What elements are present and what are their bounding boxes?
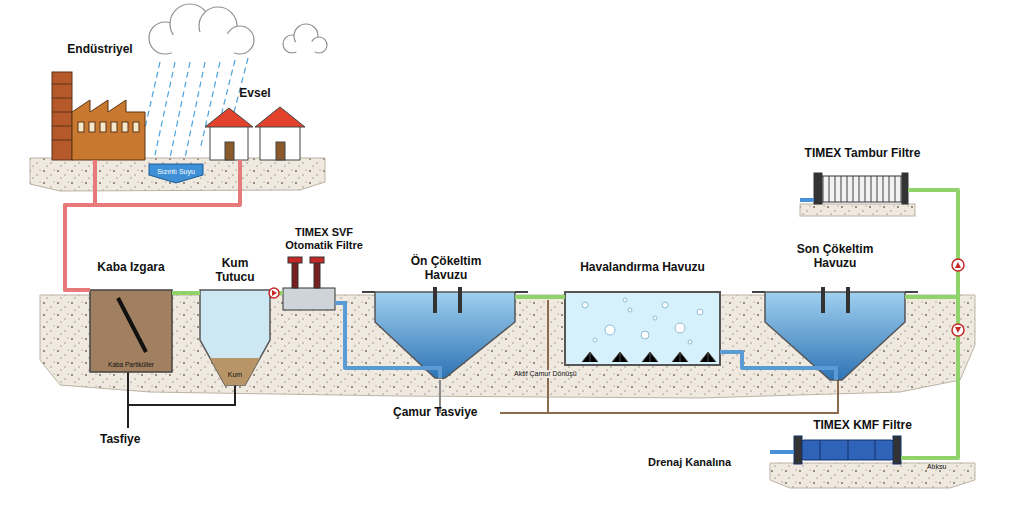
node-note: Kaba Partiküller [90,361,172,369]
factory-building [52,72,145,160]
pipe-connector [910,297,958,458]
pipe-connector [176,291,200,295]
air-diffuser [582,352,716,362]
aeration-tank [565,292,720,365]
pipe-connector [65,160,95,290]
tank-rim [752,291,918,293]
ground [30,158,325,191]
node-title: Ön Çökeltim Havuzu [397,254,495,283]
settling-tank [375,292,515,378]
kmf-filter: TIMEX KMF Filtre [800,418,925,468]
outlet-label: Drenaj Kanalına [648,456,731,469]
node-title: TIMEX Tambur Filtre [795,146,930,160]
secondary-clarifier: Son Çökeltim Havuzu [760,240,910,380]
flow-label: Çamur Tasviye [393,405,478,419]
node-title: TIMEX SVF Otomatik Filtre [278,226,370,252]
pipe-connector [910,190,958,297]
node-title: TIMEX KMF Filtre [800,418,925,432]
node-title: Kaba Izgara [86,260,176,274]
leachate-shape: Sızıntı Suyu [148,163,204,184]
pump-symbol [269,259,964,336]
baffle [458,287,462,313]
pipe-connector [520,295,560,299]
flow-label: Atıksu [927,463,946,471]
screen-tank [90,290,172,372]
flow-label: Aktif Çamur Dönüşü [512,370,579,378]
node-title: Kum Tutucu [208,256,262,285]
grit-chamber: Kum TutucuKum [200,252,270,387]
kmf-filter [794,436,901,464]
ground [770,463,975,488]
baffle [846,287,850,313]
pipe-stub [86,190,930,458]
waste-line [128,372,235,428]
grit-sand [210,358,260,385]
houses: Evsel [205,82,305,160]
factory: Endüstriyel [45,40,155,160]
ground [800,204,915,216]
house [205,107,305,160]
outlet-pipe [800,198,814,202]
drum-filter: TIMEX Tambur Filtre [795,146,930,208]
grit-tank [200,290,270,385]
node-title: Son Çökeltim Havuzu [790,242,880,271]
screen-tank: Kaba IzgaraKaba Partiküller [86,258,176,374]
pipe-connector [725,352,760,368]
air-bubbles [582,298,703,344]
node-title: Evsel [227,86,283,100]
svf-filter [283,257,335,310]
pipe-connector [65,160,240,290]
aeration-tank: Havalandırma Havuzu [560,258,725,368]
node-title: Sızıntı Suyu [150,168,202,176]
baffle [433,287,437,313]
pipe-connector [345,317,372,368]
svf-filter: TIMEX SVF Otomatik Filtre [278,226,370,317]
primary-clarifier: Ön Çökeltim Havuzu [372,252,520,380]
cloud [149,4,327,56]
node-title: Endüstriyel [55,42,145,56]
leachate-arrow-outline [149,164,203,183]
drum-filter [814,173,908,204]
tank-rim [362,291,528,293]
node-title: Havalandırma Havuzu [560,260,725,274]
drain-label: Tasfiye [100,432,140,446]
baffle [821,287,825,313]
outlet-pipe [770,450,794,454]
screen-bar [118,298,146,352]
node-note: Kum [215,371,255,379]
